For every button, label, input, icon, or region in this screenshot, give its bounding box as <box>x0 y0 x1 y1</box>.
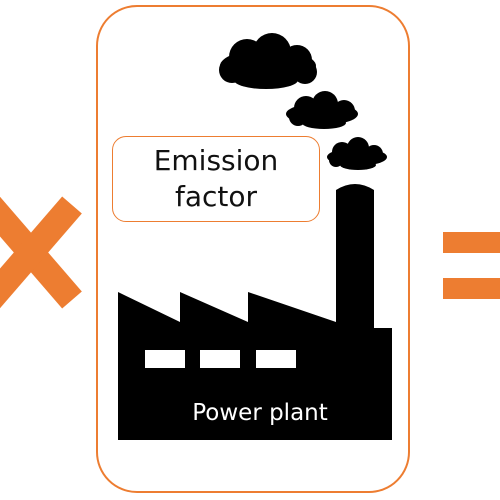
window <box>256 350 296 368</box>
chimney <box>336 184 374 344</box>
power-plant-label: Power plant <box>192 400 328 426</box>
window <box>200 350 240 368</box>
multiply-sign-icon <box>0 196 82 309</box>
window <box>145 350 185 368</box>
emission-factor-line2: factor <box>174 180 258 213</box>
emission-factor-line1: Emission <box>153 144 279 177</box>
emission-factor-label-box: Emission factor <box>112 136 320 222</box>
factory-windows <box>145 350 296 368</box>
factory-icon <box>118 292 392 440</box>
equals-sign-icon <box>443 232 500 299</box>
smoke-cloud-icon <box>219 33 387 170</box>
